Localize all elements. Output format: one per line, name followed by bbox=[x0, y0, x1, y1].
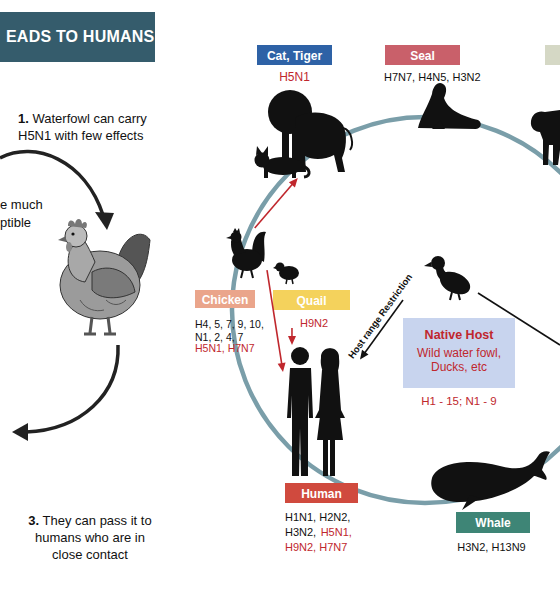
node-heading: Native Host bbox=[407, 328, 511, 342]
subtype-list: H5N1 bbox=[257, 69, 332, 84]
callout-number: 1. bbox=[18, 111, 29, 126]
subtype-text: H7N7, H4N5, H3N2 bbox=[384, 71, 481, 83]
label-box: Chicken bbox=[195, 290, 255, 308]
note-group: 3. They can pass it to humans who are in… bbox=[20, 512, 160, 563]
label-box: Whale bbox=[456, 512, 530, 533]
node-heading: Seal bbox=[410, 49, 435, 63]
subtype-text: H1 - 15; N1 - 9 bbox=[421, 395, 496, 407]
host-node: WhaleH3N2, H13N9 bbox=[430, 450, 545, 555]
node-heading: Chicken bbox=[202, 293, 249, 307]
rooster-silhouette bbox=[226, 228, 266, 278]
subtype-list: H5N1, H7N7 bbox=[195, 341, 267, 354]
quail-silhouette bbox=[273, 263, 299, 285]
host-node: HumanH1N1, H2N2, H3N2, H5N1, H9N2, H7N7 bbox=[283, 345, 360, 552]
label-box: Native HostWild water fowl, Ducks, etc bbox=[403, 318, 515, 388]
arrow-head bbox=[288, 336, 296, 345]
host-jump-arrow bbox=[255, 178, 298, 228]
note-text: They can pass it to humans who are in cl… bbox=[35, 513, 152, 562]
arrow-head bbox=[289, 178, 298, 187]
subtype-text: H5N1 bbox=[279, 70, 310, 84]
node-heading: Cat, Tiger bbox=[267, 49, 322, 63]
subtype-list: H3N2, H13N9 bbox=[438, 539, 545, 554]
label-box: Quail bbox=[273, 290, 350, 310]
label-box: Seal bbox=[385, 45, 460, 65]
flow-arrow bbox=[26, 345, 118, 432]
cropped-label-box bbox=[545, 45, 560, 65]
label-box: Human bbox=[285, 483, 358, 503]
cat-silhouette bbox=[255, 146, 310, 178]
connector-line bbox=[291, 328, 293, 337]
arrow-head bbox=[95, 212, 114, 230]
title-banner: EADS TO HUMANS bbox=[0, 12, 155, 62]
whale-silhouette bbox=[431, 451, 550, 510]
host-node: SealH7N7, H4N5, H3N2 bbox=[383, 45, 483, 130]
subtype-text: H4, 5, 7, 9, 10, N1, 2, 4, 7 bbox=[195, 318, 264, 343]
title-text: EADS TO HUMANS bbox=[6, 28, 154, 45]
arrow-head bbox=[12, 423, 28, 441]
note-group: 1. Waterfowl can carry H5N1 with few eff… bbox=[18, 110, 163, 144]
connector-line bbox=[267, 270, 282, 364]
duck-silhouette bbox=[424, 256, 474, 300]
subtype-list: H1N1, H2N2, H3N2, H5N1, H9N2, H7N7 bbox=[285, 509, 360, 554]
label-box: Cat, Tiger bbox=[257, 45, 332, 65]
host-jump-arrow bbox=[267, 270, 286, 372]
hen-illustration bbox=[58, 219, 150, 334]
note-text: e much ptible bbox=[0, 197, 43, 230]
node-heading: Human bbox=[301, 487, 342, 501]
node-heading: Quail bbox=[296, 294, 326, 308]
host-cycle-ring bbox=[232, 117, 560, 503]
note-group: e much ptible bbox=[0, 196, 48, 232]
edge-label: Host range Restriction bbox=[346, 272, 415, 361]
subtype-text: H5N1, H7N7 bbox=[195, 342, 255, 354]
cow-silhouette bbox=[531, 110, 560, 165]
arrow-head bbox=[278, 362, 286, 372]
host-node: Cat, TigerH5N1 bbox=[255, 45, 348, 178]
subtype-list: H4, 5, 7, 9, 10, N1, 2, 4, 7 bbox=[195, 317, 267, 343]
seal-silhouette bbox=[418, 83, 481, 129]
host-node: Native HostWild water fowl, Ducks, etcH1… bbox=[403, 255, 515, 410]
human-silhouettes bbox=[287, 347, 345, 476]
callout-number: 3. bbox=[28, 513, 39, 528]
subtype-list: H9N2 bbox=[300, 315, 350, 330]
subtype-list: H7N7, H4N5, H3N2 bbox=[384, 69, 483, 84]
host-jump-arrow bbox=[288, 328, 296, 345]
host-node: ChickenH4, 5, 7, 9, 10, N1, 2, 4, 7H5N1,… bbox=[195, 228, 267, 356]
subtype-text: H9N2 bbox=[300, 317, 328, 329]
node-heading: Wild water fowl, Ducks, etc bbox=[407, 346, 511, 374]
host-node: QuailH9N2 bbox=[272, 258, 350, 328]
note-text: Waterfowl can carry H5N1 with few effect… bbox=[18, 111, 147, 143]
subtype-text: H3N2, H13N9 bbox=[457, 541, 525, 553]
subtype-list: H1 - 15; N1 - 9 bbox=[403, 393, 515, 408]
connector-line bbox=[255, 184, 293, 228]
node-heading: Whale bbox=[475, 516, 510, 530]
